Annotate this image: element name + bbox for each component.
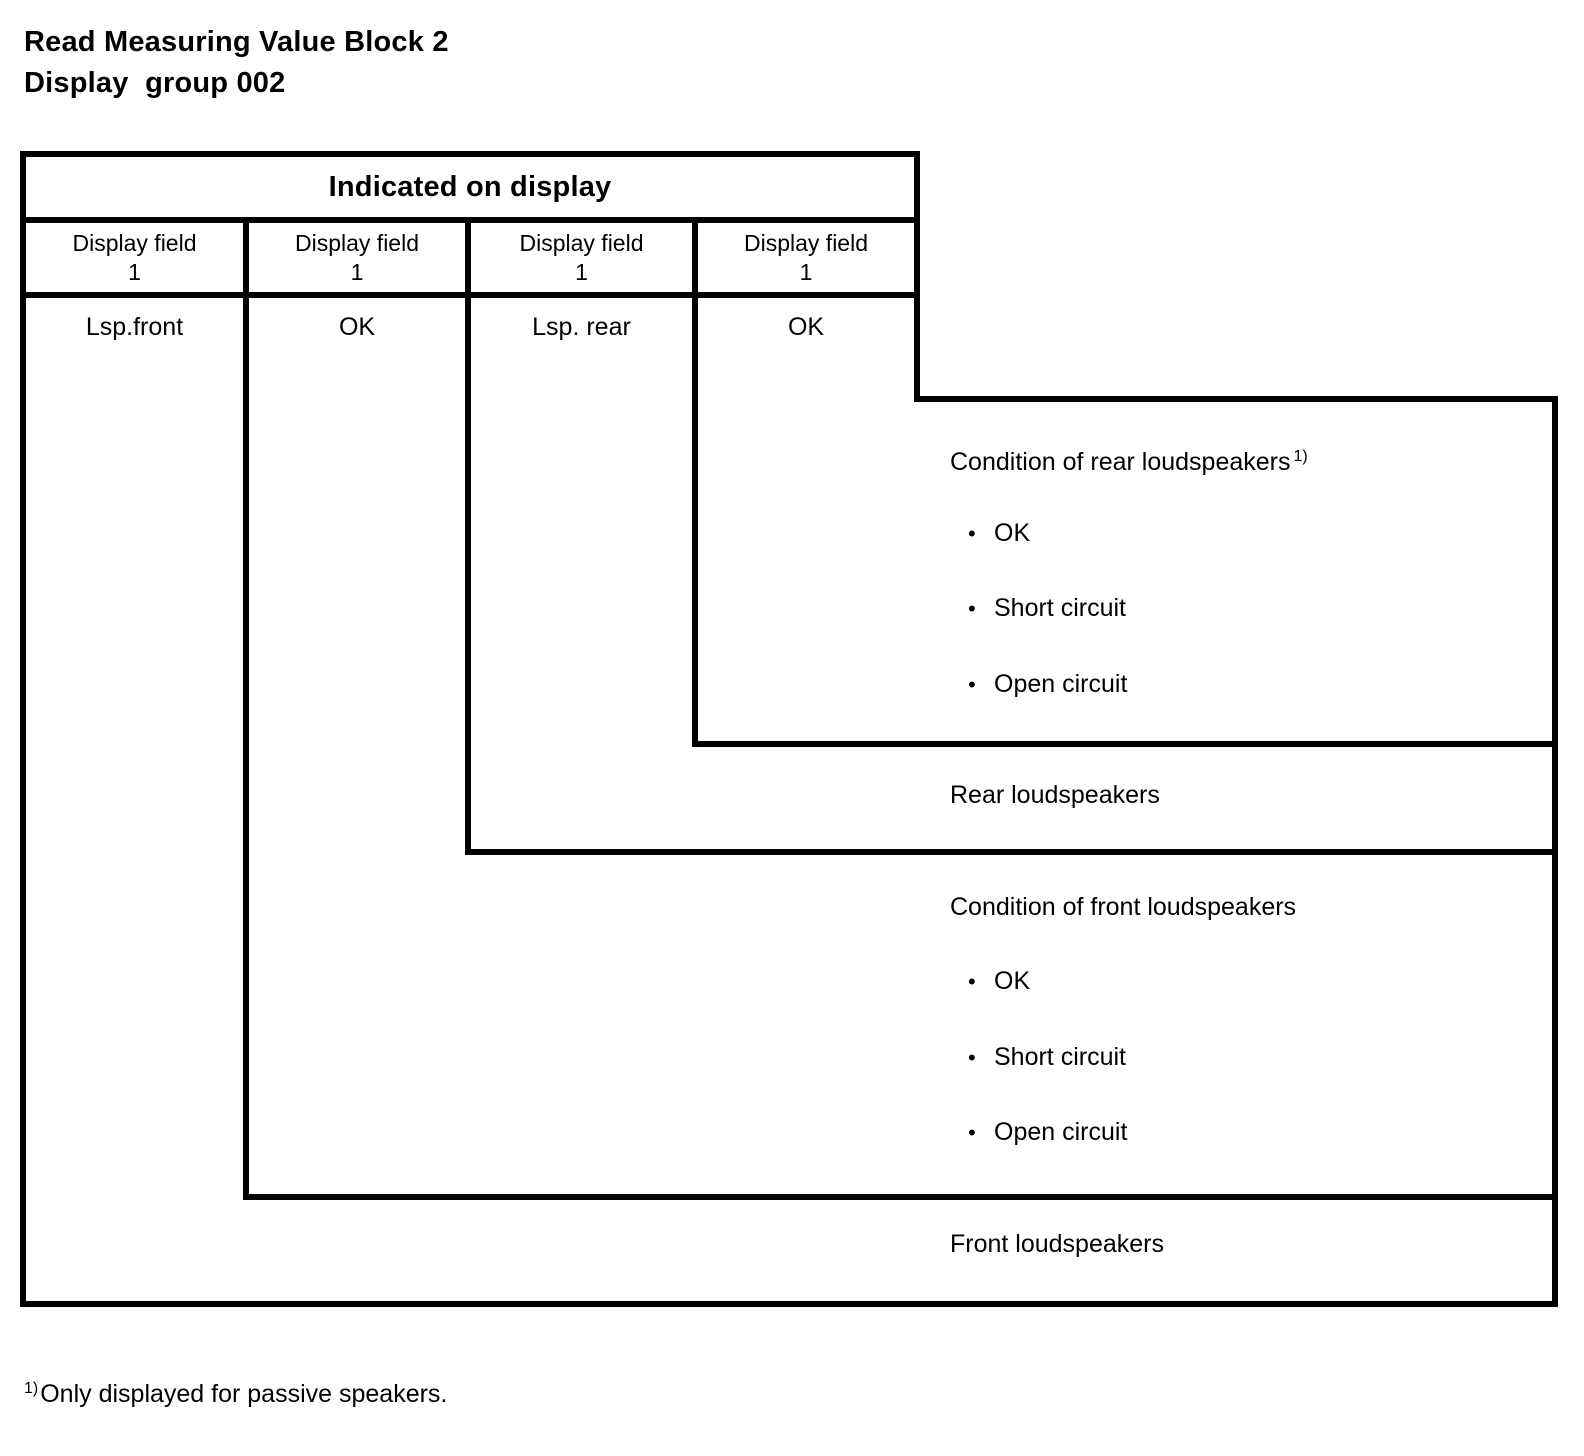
- column-header-1: Display field 1: [72, 229, 197, 285]
- bullet-icon: •: [968, 1045, 976, 1070]
- front-option-2: • Short circuit: [968, 1041, 1126, 1074]
- front-loudspeakers-label: Front loudspeakers: [950, 1230, 1165, 1258]
- column-header-4: Display field 1: [744, 229, 868, 285]
- border-rear-label-bottom: [465, 849, 1558, 855]
- rear-option-1: • OK: [968, 517, 1030, 550]
- front-option-3: • Open circuit: [968, 1116, 1127, 1149]
- border-col2-divider: [465, 217, 471, 855]
- border-outer-right: [1552, 396, 1558, 1307]
- border-col3-divider: [692, 217, 698, 747]
- rear-loudspeakers-label: Rear loudspeakers: [950, 781, 1160, 809]
- rear-condition-footnote-marker: 1): [1293, 447, 1308, 465]
- rear-option-2-label: Short circuit: [994, 594, 1126, 622]
- border-table-right: [914, 151, 920, 402]
- border-rear-condition-bottom: [692, 741, 1558, 747]
- column-header-2: Display field 1: [295, 229, 419, 285]
- front-option-3-label: Open circuit: [994, 1118, 1128, 1146]
- border-rear-condition-top: [918, 396, 1558, 402]
- display-value-3: Lsp. rear: [532, 312, 631, 341]
- rear-option-3: • Open circuit: [968, 668, 1127, 701]
- column-header-3: Display field 1: [519, 229, 644, 285]
- display-value-2: OK: [338, 312, 376, 341]
- front-condition-heading: Condition of front loudspeakers: [950, 893, 1297, 921]
- front-option-2-label: Short circuit: [994, 1043, 1126, 1071]
- bullet-icon: •: [968, 969, 976, 994]
- display-value-4: OK: [787, 312, 825, 341]
- rear-option-2: • Short circuit: [968, 592, 1126, 625]
- border-outer-left: [20, 151, 26, 1307]
- rear-option-1-label: OK: [994, 519, 1031, 547]
- display-value-1: Lsp.front: [85, 312, 184, 341]
- border-front-condition-bottom: [243, 1194, 1558, 1200]
- bullet-icon: •: [968, 672, 976, 697]
- footnote-text: Only displayed for passive speakers.: [40, 1380, 448, 1408]
- front-option-1: • OK: [968, 965, 1030, 998]
- bullet-icon: •: [968, 1120, 976, 1145]
- page-title: Read Measuring Value Block 2 Display gro…: [24, 22, 924, 104]
- border-outer-bottom: [20, 1301, 1558, 1307]
- border-col1-divider: [243, 217, 249, 1200]
- border-table-top: [20, 151, 920, 157]
- rear-option-3-label: Open circuit: [994, 670, 1128, 698]
- measuring-value-block-diagram: Indicated on display Display field 1 Dis…: [20, 151, 1558, 1307]
- title-line-2: Display group 002: [24, 67, 286, 99]
- table-header-indicated-on-display: Indicated on display: [328, 170, 612, 203]
- title-line-1: Read Measuring Value Block 2: [24, 26, 449, 58]
- bullet-icon: •: [968, 596, 976, 621]
- front-option-1-label: OK: [994, 967, 1031, 995]
- footnote: 1)Only displayed for passive speakers.: [24, 1378, 447, 1410]
- footnote-marker: 1): [24, 1379, 39, 1397]
- rear-condition-heading-text: Condition of rear loudspeakers: [950, 448, 1291, 476]
- bullet-icon: •: [968, 521, 976, 546]
